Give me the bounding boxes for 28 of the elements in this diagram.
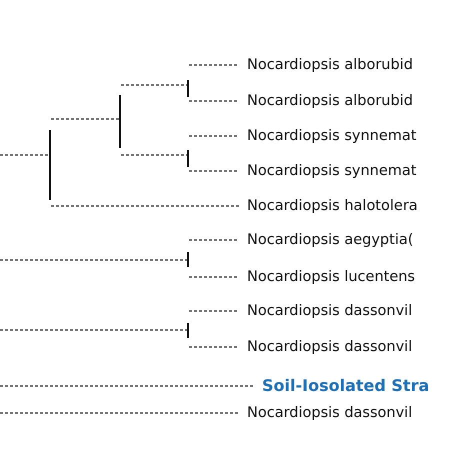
branch-line xyxy=(189,135,239,137)
branch-line xyxy=(0,385,254,387)
branch-line xyxy=(189,64,239,66)
branch-line xyxy=(51,205,239,207)
taxon-label: Nocardiopsis alborubid xyxy=(247,56,413,74)
branch-line xyxy=(0,412,239,414)
branch-line xyxy=(189,239,239,241)
strain-label: Soil-Iosolated Stra xyxy=(262,377,430,395)
branch-line xyxy=(51,118,119,120)
taxon-label: Nocardiopsis aegyptia( xyxy=(247,231,414,249)
taxon-label: Nocardiopsis synnemat xyxy=(247,162,416,180)
taxon-label: Nocardiopsis dassonvil xyxy=(247,338,412,356)
branch-line xyxy=(0,329,187,331)
branch-line xyxy=(189,170,239,172)
branch-line xyxy=(189,100,239,102)
taxon-label: Nocardiopsis dassonvil xyxy=(247,404,412,422)
taxon-label: Nocardiopsis halotolera xyxy=(247,197,418,215)
branch-line xyxy=(121,154,187,156)
taxon-label: Nocardiopsis lucentens xyxy=(247,268,415,286)
branch-line xyxy=(189,310,239,312)
branch-line xyxy=(0,259,187,261)
branch-line xyxy=(121,84,187,86)
taxon-label: Nocardiopsis dassonvil xyxy=(247,302,412,320)
branch-line xyxy=(189,346,239,348)
branch-line xyxy=(0,154,49,156)
branch-line xyxy=(189,276,239,278)
taxon-label: Nocardiopsis alborubid xyxy=(247,92,413,110)
taxon-label: Nocardiopsis synnemat xyxy=(247,127,416,145)
